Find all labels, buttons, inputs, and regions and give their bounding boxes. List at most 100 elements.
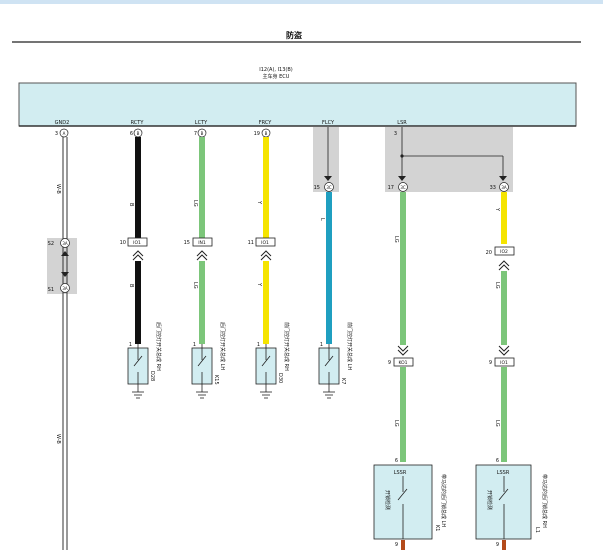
wire-label-rcty-upper: B <box>128 203 134 207</box>
connector-lsr2b <box>494 357 515 367</box>
wire-label-frcy-lower: Y <box>256 282 262 287</box>
switch-d30-id: D30 <box>277 373 283 383</box>
pin-conn-gnd2: A <box>63 131 66 136</box>
svg-text:LSSR: LSSR <box>394 470 407 476</box>
pin-name-flcy: FLCY <box>322 120 335 126</box>
wire-lcty-upper <box>199 137 205 238</box>
splice-s2-conn: 3A <box>62 241 68 246</box>
flcy-shade <box>313 127 339 192</box>
switch-d28-desc: 后门控灯开关总成 RH <box>155 322 162 371</box>
switch-k7: 1 <box>318 342 340 399</box>
connector-lcty <box>192 237 213 247</box>
splice-s2-num: S2 <box>48 241 54 247</box>
pin-name-lcty: LCTY <box>195 120 208 126</box>
door-lock-k1-id: K1 <box>434 525 440 531</box>
wire-label-lcty-upper: LG <box>192 200 198 207</box>
page-title: 防盗 <box>286 30 302 40</box>
wire-label-lcty-lower: LG <box>192 282 198 289</box>
switch-k15-id: K15 <box>213 375 219 385</box>
door-lock-k1-desc: 带马达的后门锁总成 LH <box>440 474 447 527</box>
junction-lsr-right-conn: 3A <box>501 185 507 190</box>
wire-lsr1-lower <box>400 367 406 462</box>
svg-text:1: 1 <box>193 342 196 348</box>
wire-k1-tail <box>401 540 405 550</box>
junction-flcy-conn: 3C <box>326 185 332 190</box>
svg-text:6: 6 <box>395 458 398 464</box>
wire-gnd <box>62 137 68 550</box>
chevron-lsr2a <box>498 260 510 271</box>
splice-s1 <box>60 283 70 293</box>
conn-label-lcty: IN1 <box>198 240 206 246</box>
wire-label-lsr1-lower: LG <box>393 420 399 427</box>
pin-conn-frcy: B <box>265 131 268 136</box>
pin-num-frcy: 19 <box>254 131 260 137</box>
wire-label-frcy-upper: Y <box>256 200 262 205</box>
pin-conn-lcty: B <box>201 131 204 136</box>
junction-lsr-left <box>398 182 408 192</box>
wire-rcty-lower <box>135 261 141 344</box>
pin-name-rcty: RCTY <box>131 120 145 126</box>
conn-pin-lsr2a: 20 <box>486 250 492 256</box>
wire-flcy <box>326 192 332 344</box>
pin-num-gnd2: 3 <box>55 131 58 137</box>
conn-label-rcty: IO1 <box>133 240 141 246</box>
conn-pin-lsr1: 9 <box>388 360 391 366</box>
junction-lsr-left-num: 17 <box>388 185 394 191</box>
door-lock-k1: 6 LSSR 9 <box>373 458 433 548</box>
splice-s1-num: S1 <box>48 287 54 293</box>
svg-text:1: 1 <box>257 342 260 348</box>
svg-text:1: 1 <box>129 342 132 348</box>
splice-s2 <box>60 238 70 248</box>
svg-text:9: 9 <box>395 542 398 548</box>
connector-frcy <box>255 237 276 247</box>
chevron-lcty <box>196 250 208 261</box>
switch-k7-id: K7 <box>340 378 346 384</box>
switch-d28-id: D28 <box>149 371 155 381</box>
conn-label-lsr1: KO1 <box>398 360 407 366</box>
pin-num-rcty: 6 <box>130 131 133 137</box>
door-lock-l1-id: L1 <box>534 527 540 533</box>
switch-k15: 1 <box>191 342 213 399</box>
wire-label-lsr2-lower: LG <box>494 420 500 427</box>
splice-s1-conn: 3A <box>62 286 68 291</box>
conn-pin-rcty: 10 <box>120 240 126 246</box>
wire-lsr1-upper <box>400 192 406 345</box>
svg-text:LSSR: LSSR <box>497 470 510 476</box>
pin-num-lcty: 7 <box>194 131 197 137</box>
conn-label-lsr2b: IO1 <box>500 360 508 366</box>
connector-rcty <box>127 237 148 247</box>
chevron-rcty <box>132 250 144 261</box>
arrow-up-s2 <box>61 251 69 256</box>
ecu-box <box>18 82 577 127</box>
pin-circle-gnd2 <box>59 128 69 138</box>
pin-conn-rcty: B <box>137 131 140 136</box>
wire-lsr2-mid <box>501 271 507 345</box>
top-banner <box>0 0 603 4</box>
pin-num-lsr: 3 <box>394 131 397 137</box>
wire-label-gnd-lower: W-B <box>55 434 61 444</box>
door-lock-l1-desc: 带马达的后门锁总成 RH <box>541 474 548 528</box>
connector-lsr2a <box>494 246 515 256</box>
junction-lsr-right <box>499 182 509 192</box>
wire-lsr2-lower <box>501 367 507 462</box>
connector-lsr1 <box>393 357 414 367</box>
lsr-branch-lines <box>400 127 504 178</box>
junction-flcy-num: 15 <box>314 185 320 191</box>
junction-lsr-right-num: 33 <box>490 185 496 191</box>
junction-flcy <box>324 182 334 192</box>
pin-name-lsr: LSR <box>397 120 407 126</box>
door-lock-l1: 6 LSSR 9 <box>475 458 532 548</box>
pin-name-gnd2: GND2 <box>55 120 70 126</box>
wire-label-rcty-lower: B <box>128 284 134 288</box>
wire-frcy-upper <box>263 137 269 238</box>
wire-label-gnd-upper: W-B <box>55 184 61 194</box>
pin-name-frcy: FRCY <box>259 120 273 126</box>
switch-d30: 1 <box>255 342 277 399</box>
ecu-connector-ids: I12(A), I13(B) <box>259 67 293 73</box>
conn-pin-frcy: 11 <box>248 240 254 246</box>
arrow-lsr-left <box>398 176 406 181</box>
wire-label-lsr1-upper: LG <box>393 236 399 243</box>
arrow-down-s1 <box>61 272 69 277</box>
arrow-flcy <box>324 176 332 181</box>
chevron-lsr1 <box>397 345 409 356</box>
